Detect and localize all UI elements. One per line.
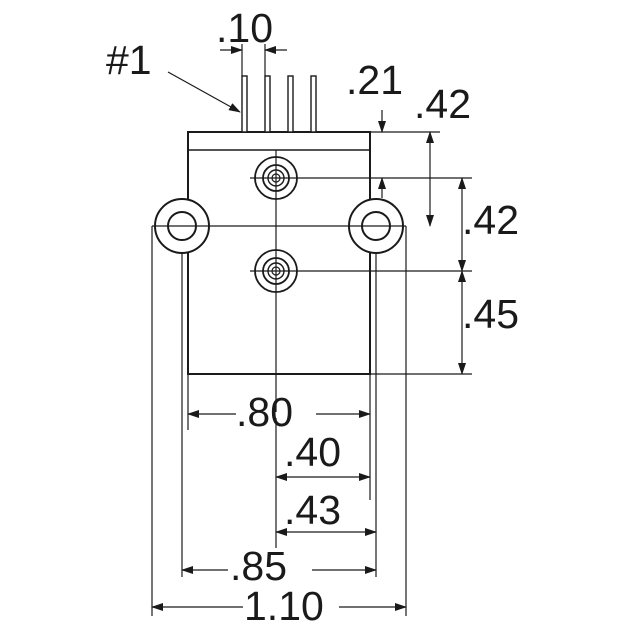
top-to-axis-label: .42 [414, 81, 471, 127]
axis-to-mount-label: .42 [462, 197, 519, 243]
pin-height-label: .21 [346, 57, 403, 103]
body-width-label: .80 [236, 389, 293, 435]
extension-lines [151, 44, 472, 616]
overall-width-label: 1.10 [244, 583, 324, 629]
pin-pitch-label: .10 [216, 5, 273, 51]
half-body-label: .40 [284, 429, 341, 475]
mount-offset-label: .43 [284, 487, 341, 533]
mount-span-label: .85 [230, 543, 287, 589]
pin-one-label: #1 [106, 37, 152, 83]
mount-to-bottom-label: .45 [462, 291, 519, 337]
pins [241, 75, 317, 133]
dimension-labels: .10 #1 .21 .42 .42 .45 .80 .40 .43 .85 1… [106, 5, 519, 629]
